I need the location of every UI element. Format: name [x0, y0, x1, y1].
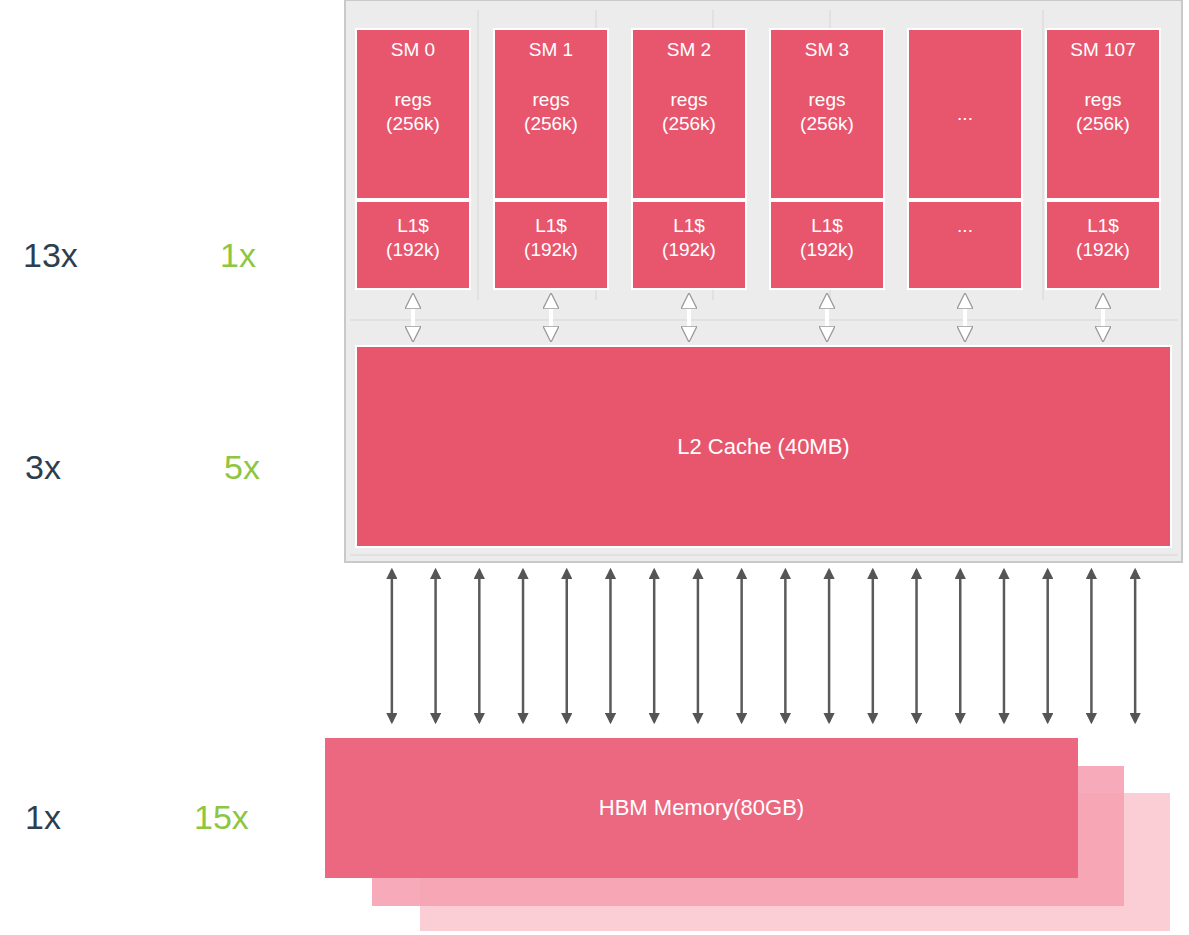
ratio-label: 15x — [194, 798, 249, 837]
node-title: HBM Memory(80GB) — [599, 794, 804, 822]
hbm-memory-box: HBM Memory(80GB) — [325, 738, 1078, 878]
sm-box: SM 1 regs (256k) — [493, 28, 609, 200]
node-title: ... — [957, 214, 973, 238]
memory-bus-arrow — [566, 570, 569, 722]
node-detail: regs (256k) — [785, 88, 869, 136]
ratio-label: 1x — [25, 798, 61, 837]
memory-bus-arrow — [1134, 570, 1137, 722]
node-title: SM 0 — [391, 38, 435, 62]
node-title: L1$ (192k) — [509, 214, 593, 262]
l1-cache-box: L1$ (192k) — [769, 200, 885, 290]
memory-bus-arrow — [784, 570, 787, 722]
memory-bus-arrow — [478, 570, 481, 722]
memory-bus-arrow — [828, 570, 831, 722]
cache-link-arrow — [687, 296, 691, 339]
memory-bus-arrow — [915, 570, 918, 722]
node-title: L2 Cache (40MB) — [677, 433, 849, 461]
sm-box: SM 107 regs (256k) — [1045, 28, 1161, 200]
sm-box: SM 0 regs (256k) — [355, 28, 471, 200]
memory-bus-arrow — [872, 570, 875, 722]
ratio-label: 3x — [25, 448, 61, 487]
cache-link-arrow — [549, 296, 553, 339]
ratio-label: 5x — [224, 448, 260, 487]
memory-bus-arrow — [391, 570, 394, 722]
die-pattern — [350, 10, 1178, 555]
node-title: L1$ (192k) — [647, 214, 731, 262]
node-title: SM 107 — [1070, 38, 1135, 62]
cache-link-arrow — [411, 296, 415, 339]
node-title: L1$ (192k) — [785, 214, 869, 262]
cache-link-arrow — [1101, 296, 1105, 339]
node-title: SM 2 — [667, 38, 711, 62]
l2-cache-box: L2 Cache (40MB) — [355, 345, 1172, 548]
memory-bus-arrow — [1003, 570, 1006, 722]
sm-box: ... — [907, 28, 1023, 200]
l1-cache-box: L1$ (192k) — [631, 200, 747, 290]
memory-bus-arrow — [959, 570, 962, 722]
node-title: SM 1 — [529, 38, 573, 62]
node-title: L1$ (192k) — [1061, 214, 1145, 262]
l1-cache-box: L1$ (192k) — [493, 200, 609, 290]
memory-bus-arrow — [609, 570, 612, 722]
cache-link-arrow — [825, 296, 829, 339]
node-detail: regs (256k) — [647, 88, 731, 136]
node-title: ... — [957, 102, 973, 126]
sm-box: SM 3 regs (256k) — [769, 28, 885, 200]
node-title: SM 3 — [805, 38, 849, 62]
memory-bus-arrow — [434, 570, 437, 722]
sm-box: SM 2 regs (256k) — [631, 28, 747, 200]
cache-link-arrow — [963, 296, 967, 339]
memory-bus-arrow — [1046, 570, 1049, 722]
ratio-label: 13x — [23, 236, 78, 275]
memory-bus-arrow — [653, 570, 656, 722]
ratio-label: 1x — [220, 236, 256, 275]
l1-cache-box: L1$ (192k) — [355, 200, 471, 290]
node-title: L1$ (192k) — [371, 214, 455, 262]
l1-cache-box: ... — [907, 200, 1023, 290]
memory-bus-arrow — [522, 570, 525, 722]
chip-die — [345, 0, 1182, 562]
node-detail: regs (256k) — [1061, 88, 1145, 136]
memory-bus-arrow — [697, 570, 700, 722]
node-detail: regs (256k) — [371, 88, 455, 136]
memory-bus-arrow — [740, 570, 743, 722]
l1-cache-box: L1$ (192k) — [1045, 200, 1161, 290]
memory-bus-arrow — [1090, 570, 1093, 722]
node-detail: regs (256k) — [509, 88, 593, 136]
